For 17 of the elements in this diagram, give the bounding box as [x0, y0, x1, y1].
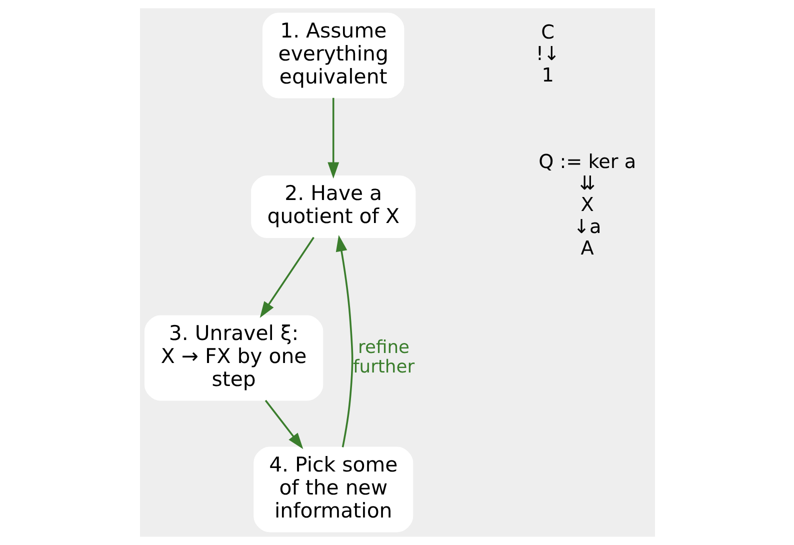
node-label: ↓a [572, 214, 601, 238]
node-box: 1. Assume everything equivalent [262, 12, 404, 98]
node-label: 1 [541, 64, 554, 87]
node-label: Q := ker a [538, 150, 636, 173]
node-label: X [580, 193, 594, 216]
node-label: !↓ [535, 42, 560, 65]
node-box: 2. Have a quotient of X [250, 176, 416, 238]
node-label: A [580, 236, 594, 260]
arrow [259, 236, 314, 318]
arrow [335, 235, 353, 448]
node-box: 3. Unravel ξ: X → FX by one step [144, 315, 323, 401]
node-label: ⇊ [578, 172, 595, 195]
arrow [327, 98, 339, 179]
node-label: C [540, 20, 554, 44]
node-box: 4. Pick some of the new information [253, 446, 413, 532]
edge-label: refine further [352, 337, 414, 378]
arrow [264, 400, 303, 450]
